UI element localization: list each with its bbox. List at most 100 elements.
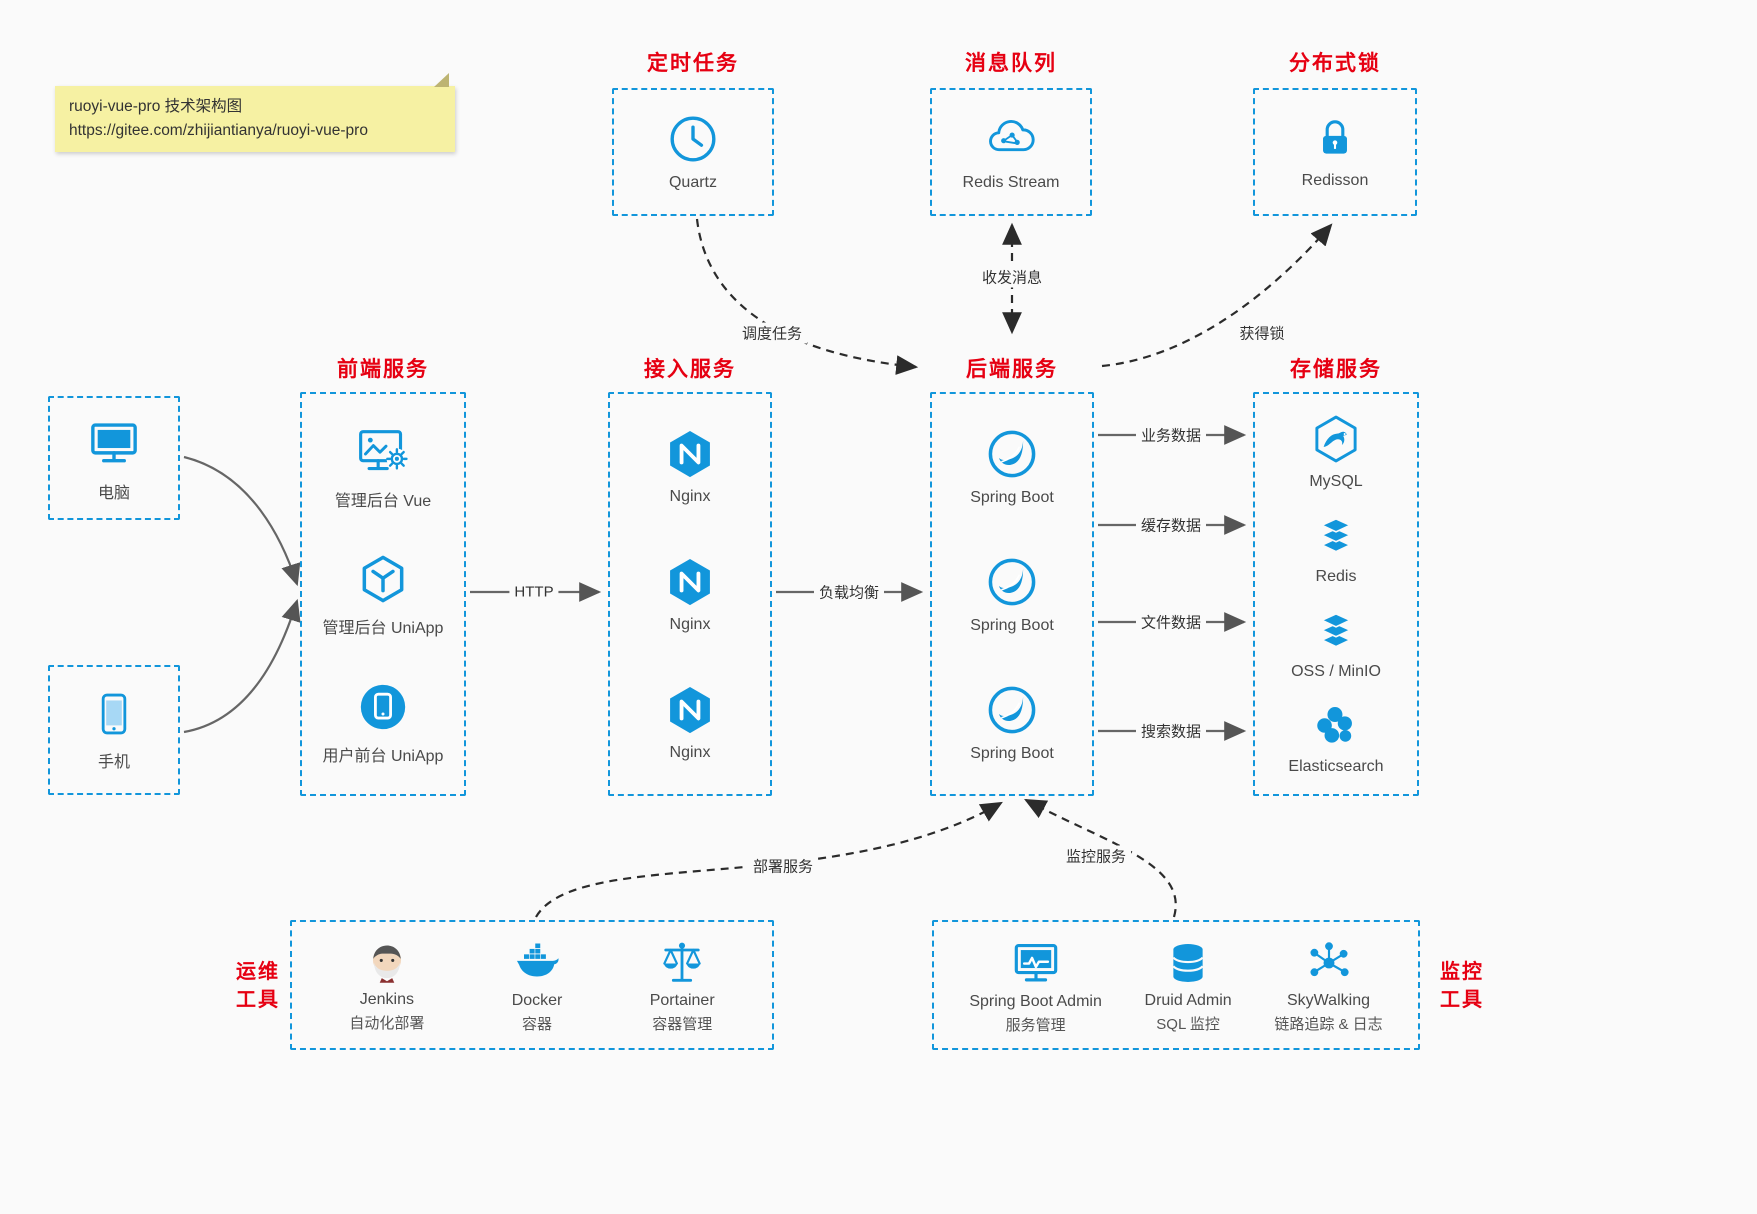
- docker-desc: 容器: [522, 1015, 553, 1033]
- backend-item-springboot-1: Spring Boot: [970, 426, 1054, 507]
- frontend-column: 管理后台 Vue 管理后台 UniApp 用户前台 UniApp: [300, 392, 466, 796]
- gateway-item-nginx-2: Nginx: [663, 555, 717, 634]
- skywalking-graph-icon: [1303, 937, 1355, 989]
- jenkins-icon: [362, 938, 412, 988]
- elasticsearch-icon: [1311, 701, 1361, 751]
- lock-icon: [1310, 114, 1360, 164]
- spring-boot-label: Spring Boot: [970, 744, 1054, 762]
- pc-box: 电脑: [48, 396, 180, 520]
- admin-vue-label: 管理后台 Vue: [334, 493, 432, 511]
- edge-label-file-data: 文件数据: [1135, 611, 1207, 633]
- ops-item-jenkins: Jenkins 自动化部署: [349, 938, 424, 1033]
- druid-desc: SQL 监控: [1156, 1015, 1220, 1033]
- portainer-desc: 容器管理: [652, 1015, 713, 1033]
- docker-name: Docker: [511, 991, 563, 1009]
- user-app-icon: [355, 679, 411, 735]
- edge-label-deploy: 部署服务: [747, 855, 819, 877]
- spring-boot-icon: [984, 554, 1040, 610]
- gateway-column: Nginx Nginx Nginx: [608, 392, 772, 796]
- uniapp-cube-icon: [355, 551, 411, 607]
- gateway-item-nginx-1: Nginx: [663, 427, 717, 506]
- phone-icon: [88, 688, 140, 740]
- phone-box: 手机: [48, 665, 180, 795]
- title-frontend: 前端服务: [337, 358, 429, 381]
- desktop-icon: [85, 413, 143, 471]
- ops-item-docker: Docker 容器: [511, 937, 563, 1034]
- frontend-item-user-uniapp: 用户前台 UniApp: [322, 679, 444, 766]
- spring-admin-name: Spring Boot Admin: [969, 992, 1102, 1010]
- quartz-label: Quartz: [668, 174, 717, 191]
- sticky-note: ruoyi-vue-pro 技术架构图 https://gitee.com/zh…: [55, 73, 455, 153]
- mysql-icon: [1309, 412, 1363, 466]
- title-gateway: 接入服务: [644, 358, 736, 381]
- monitor-tools-line2: 工具: [1440, 989, 1484, 1011]
- edge-label-cache-data: 缓存数据: [1135, 514, 1207, 536]
- spring-admin-desc: 服务管理: [1005, 1016, 1066, 1034]
- redis-stream-label: Redis Stream: [962, 174, 1060, 191]
- ops-tools-line2: 工具: [236, 989, 280, 1011]
- mysql-label: MySQL: [1309, 473, 1363, 490]
- edge-label-load-balance: 负载均衡: [813, 581, 885, 603]
- gateway-item-nginx-3: Nginx: [663, 683, 717, 762]
- storage-item-elasticsearch: Elasticsearch: [1288, 701, 1384, 776]
- nginx-label: Nginx: [669, 743, 711, 761]
- spring-boot-label: Spring Boot: [970, 616, 1054, 634]
- ops-item-portainer: Portainer 容器管理: [650, 937, 715, 1034]
- clock-icon: [666, 112, 720, 166]
- monitor-tools-side-label: 监控 工具: [1432, 958, 1492, 1014]
- nginx-label: Nginx: [669, 487, 711, 505]
- redisson-box: Redisson: [1253, 88, 1417, 216]
- oss-label: OSS / MinIO: [1291, 663, 1381, 680]
- cloud-stream-icon: [984, 112, 1038, 166]
- edge-label-message: 收发消息: [976, 266, 1048, 288]
- skywalking-name: SkyWalking: [1287, 991, 1370, 1009]
- portainer-scales-icon: [656, 937, 708, 989]
- storage-item-mysql: MySQL: [1309, 412, 1363, 491]
- quartz-box: Quartz: [612, 88, 774, 216]
- druid-database-icon: [1162, 937, 1214, 989]
- edge-label-http: HTTP: [509, 583, 559, 601]
- nginx-icon: [663, 555, 717, 609]
- nginx-icon: [663, 427, 717, 481]
- admin-vue-icon: [354, 422, 412, 480]
- storage-item-redis: Redis: [1311, 511, 1361, 586]
- edge-label-business-data: 业务数据: [1135, 424, 1207, 446]
- title-storage: 存储服务: [1290, 358, 1382, 381]
- user-uniapp-label: 用户前台 UniApp: [322, 747, 444, 765]
- monitor-tools-line1: 监控: [1440, 961, 1484, 983]
- monitor-tools-box: Spring Boot Admin 服务管理 Druid Admin SQL 监…: [932, 920, 1420, 1050]
- spring-admin-monitor-icon: [1009, 936, 1063, 990]
- monitor-item-spring-admin: Spring Boot Admin 服务管理: [969, 936, 1102, 1035]
- title-distributed-lock: 分布式锁: [1289, 52, 1381, 75]
- title-message-queue: 消息队列: [965, 52, 1057, 75]
- spring-boot-icon: [984, 426, 1040, 482]
- nginx-icon: [663, 683, 717, 737]
- docker-icon: [511, 937, 563, 989]
- spring-boot-label: Spring Boot: [970, 488, 1054, 506]
- storage-item-oss: OSS / MinIO: [1291, 606, 1381, 681]
- backend-column: Spring Boot Spring Boot Spring Boot: [930, 392, 1094, 796]
- monitor-item-skywalking: SkyWalking 链路追踪 & 日志: [1274, 937, 1383, 1034]
- redisson-label: Redisson: [1301, 172, 1369, 189]
- redis-label: Redis: [1315, 568, 1357, 585]
- backend-item-springboot-3: Spring Boot: [970, 682, 1054, 763]
- jenkins-desc: 自动化部署: [349, 1014, 425, 1032]
- edge-label-lock: 获得锁: [1234, 322, 1290, 344]
- phone-label: 手机: [97, 754, 130, 771]
- frontend-item-admin-uniapp: 管理后台 UniApp: [323, 551, 443, 638]
- ops-tools-line1: 运维: [236, 961, 280, 983]
- redis-stack-icon: [1311, 511, 1361, 561]
- edge-label-search-data: 搜索数据: [1135, 720, 1207, 742]
- oss-stack-icon: [1311, 606, 1361, 656]
- spring-boot-icon: [984, 682, 1040, 738]
- note-url: https://gitee.com/zhijiantianya/ruoyi-vu…: [69, 122, 368, 140]
- portainer-name: Portainer: [649, 991, 715, 1009]
- nginx-label: Nginx: [669, 615, 711, 633]
- pc-label: 电脑: [97, 485, 130, 502]
- ops-tools-side-label: 运维 工具: [228, 958, 288, 1014]
- title-backend: 后端服务: [966, 358, 1058, 381]
- backend-item-springboot-2: Spring Boot: [970, 554, 1054, 635]
- redis-stream-box: Redis Stream: [930, 88, 1092, 216]
